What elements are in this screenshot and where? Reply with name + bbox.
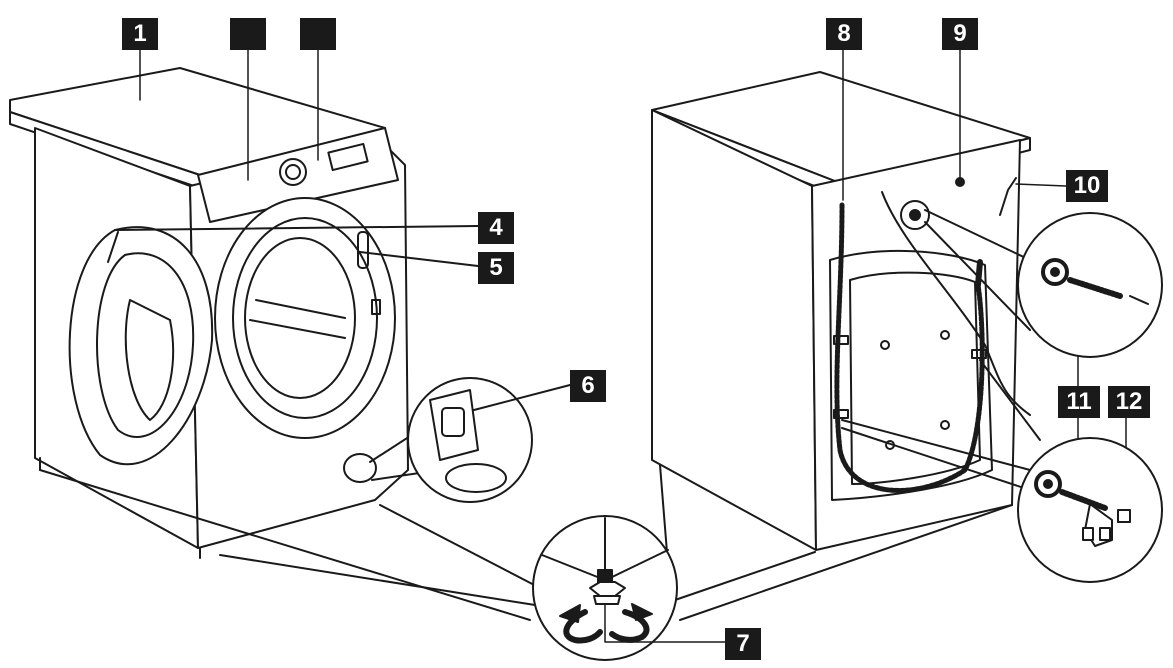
foot-ray-1 [219,554,536,606]
foot-base [593,595,621,605]
foot-ray-3 [379,504,541,589]
callout-2 [230,18,266,50]
bolt-lower-hole [1043,479,1053,489]
power-cable [881,191,1031,416]
callout-1: 1 [122,18,158,50]
foot-cabinet-edge-3 [609,549,669,579]
transit-bolt-top-core [909,209,921,221]
program-knob-inner [285,164,301,180]
bolt-lower-cap-1 [1082,527,1094,541]
callout-7: 7 [725,628,761,660]
back-left-side [651,109,817,551]
inlet-valve [955,177,965,187]
callout-5-leader [359,251,479,267]
power-cable-top [999,177,1017,216]
foot-detail [39,464,1013,661]
bolt-detail-lower [1017,437,1163,583]
callout-4-leader [114,225,479,231]
bolt-upper-sleeve [1097,287,1119,297]
filter-cap [343,453,377,483]
foot-cabinet-edge-2 [541,554,601,579]
bolt-zoom-ray-bottom [924,221,1031,331]
front-machine [9,49,479,559]
callout-9: 9 [942,18,978,50]
bolt-lower-cap-3 [1117,509,1131,523]
callout-5: 5 [478,252,514,284]
door-seal-outer [214,197,396,439]
filter-detail-magnifier [369,377,571,503]
callout-11: 11 [1058,386,1100,418]
foot-ray-5 [679,504,1013,621]
drum-paddle [249,299,346,339]
bolt-zoom-ray-low2 [979,359,1041,441]
drain-hose [834,202,985,493]
bolt-detail-upper [1017,212,1163,358]
filter-knob [441,407,465,437]
program-knob [279,158,307,186]
hose-clip-1 [833,335,849,345]
foot-ray-2 [39,469,531,621]
back-screw-1 [880,340,890,350]
door-hinge [371,299,381,315]
callout-10-leader [1015,183,1067,187]
display-window [327,142,369,172]
bolt-upper-hole [1050,267,1060,277]
bolt-zoom-ray-low3 [841,419,1031,471]
door-seal-inner [232,217,378,419]
drum-opening [244,237,356,399]
back-cover-plate [829,249,993,501]
door-catch [357,231,369,269]
callout-8: 8 [826,18,862,50]
callout-10: 10 [1066,170,1108,202]
door-glass-bowl [124,299,175,421]
bolt-zoom-ray-low1 [841,427,1031,491]
bolt-lower-cap-2 [1099,527,1111,541]
callout-12: 12 [1108,386,1150,418]
callout-6-leader [473,384,571,411]
callout-6: 6 [570,370,606,402]
door-glass [96,252,195,438]
bolt-upper-head [1129,295,1149,305]
hose-clip-2 [833,409,849,419]
back-machine [651,49,1127,551]
filter-housing [429,389,479,461]
back-cover-inner [849,271,981,485]
foot-ray-4 [674,551,816,601]
hose-clip-3 [971,349,987,359]
callout-4: 4 [478,212,514,244]
filter-plate [445,463,507,493]
bolt-lower-shaft [1059,489,1108,511]
bolt-zoom-ray-top [924,209,1031,261]
callout-7-leader [604,603,726,643]
back-screw-4 [940,420,950,430]
rotate-right-icon [609,603,653,643]
back-screw-2 [940,330,950,340]
callout-3 [300,18,336,50]
door-handle [107,231,119,263]
drain-hose-elbow [975,259,983,288]
rotate-left-icon [559,604,603,644]
